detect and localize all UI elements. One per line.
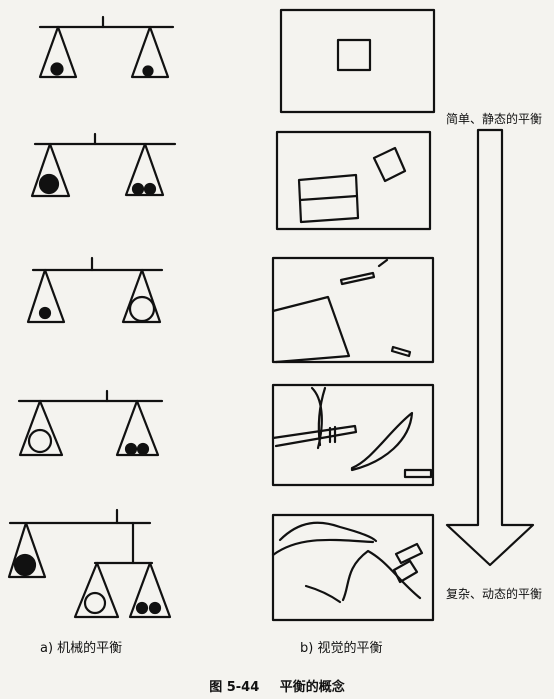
frame-2-two-shapes bbox=[275, 130, 432, 231]
frame-5-complex bbox=[271, 513, 435, 622]
scale-4-hollow-vs-two bbox=[17, 389, 164, 457]
visual-balance-caption: b) 视觉的平衡 bbox=[300, 641, 383, 656]
frame-3-diagonal bbox=[271, 256, 435, 364]
scale-1-equal-weights bbox=[38, 15, 175, 79]
scale-2-one-vs-two bbox=[30, 132, 177, 198]
figure-number: 图 5-44 bbox=[209, 680, 260, 695]
scale-5-compound bbox=[7, 508, 172, 619]
progression-arrow bbox=[445, 128, 535, 567]
frame-1-centered-square bbox=[279, 8, 436, 114]
frame-4-dynamic bbox=[271, 383, 435, 487]
figure-title: 图 5-44 平衡的概念 bbox=[0, 676, 554, 695]
mechanical-balance-caption: a) 机械的平衡 bbox=[40, 641, 123, 656]
arrow-top-label: 简单、静态的平衡 bbox=[446, 112, 543, 126]
scale-3-solid-vs-hollow bbox=[26, 256, 164, 324]
figure-title-text: 平衡的概念 bbox=[279, 680, 345, 695]
arrow-bottom-label: 复杂、动态的平衡 bbox=[446, 587, 543, 601]
